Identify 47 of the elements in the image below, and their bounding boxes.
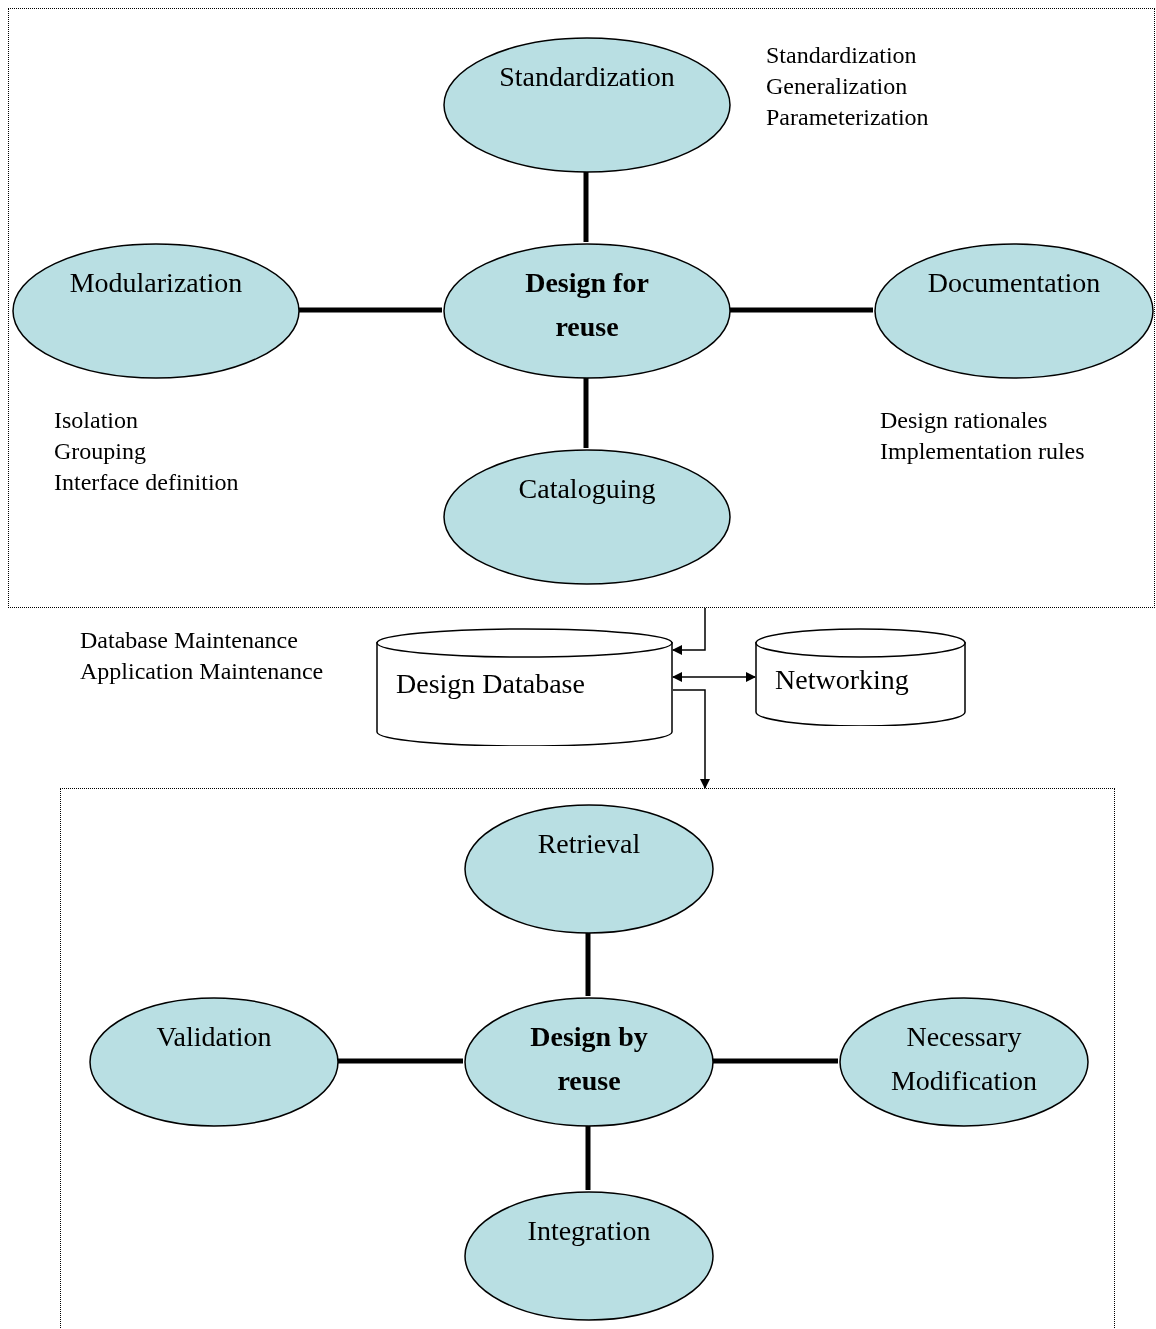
ellipse-node xyxy=(12,243,300,379)
ellipse-node xyxy=(443,37,731,173)
node-label: Cataloguing xyxy=(518,472,656,506)
note-text: Design rationales xyxy=(880,406,1049,435)
dotted-frame xyxy=(8,8,1155,608)
node-label: Documentation xyxy=(927,266,1101,300)
note-text: Interface definition xyxy=(54,468,239,497)
note-text: Parameterization xyxy=(766,103,929,132)
node-label: Retrieval xyxy=(537,827,641,861)
node-label: Modularization xyxy=(69,266,243,300)
note-text: Implementation rules xyxy=(880,437,1085,466)
connector-line xyxy=(730,307,873,313)
node-label: Networking xyxy=(775,663,909,697)
connector-line xyxy=(338,1058,463,1064)
ellipse-node xyxy=(874,243,1154,379)
note-text: Grouping xyxy=(54,437,147,466)
database-cylinder xyxy=(376,628,673,746)
ellipse-node xyxy=(839,997,1089,1127)
note-text: Isolation xyxy=(54,406,139,435)
arrow xyxy=(672,689,710,789)
database-cylinder xyxy=(755,628,966,726)
ellipse-node xyxy=(443,449,731,585)
node-label: Design by reuse xyxy=(529,1020,649,1098)
arrow xyxy=(672,672,756,682)
note-text: Database Maintenance xyxy=(80,626,299,655)
node-label: Necessary Modification xyxy=(889,1020,1039,1098)
connector-line xyxy=(583,172,589,242)
note-text: Generalization xyxy=(766,72,909,101)
connector-line xyxy=(299,307,442,313)
dotted-frame xyxy=(60,788,1115,1328)
ellipse-node xyxy=(464,997,714,1127)
connector-line xyxy=(585,933,591,996)
arrow xyxy=(672,607,706,655)
connector-line xyxy=(583,378,589,448)
note-text: Standardization xyxy=(766,41,918,70)
connector-line xyxy=(585,1126,591,1190)
node-label: Design Database xyxy=(396,667,585,701)
ellipse-node xyxy=(464,804,714,934)
note-text: Application Maintenance xyxy=(80,657,324,686)
node-label: Validation xyxy=(156,1020,272,1054)
connector-line xyxy=(713,1058,838,1064)
node-label: Integration xyxy=(527,1214,651,1248)
ellipse-node xyxy=(464,1191,714,1321)
ellipse-node xyxy=(89,997,339,1127)
ellipse-node xyxy=(443,243,731,379)
node-label: Standardization xyxy=(499,60,675,94)
node-label: Design for reuse xyxy=(524,266,650,344)
